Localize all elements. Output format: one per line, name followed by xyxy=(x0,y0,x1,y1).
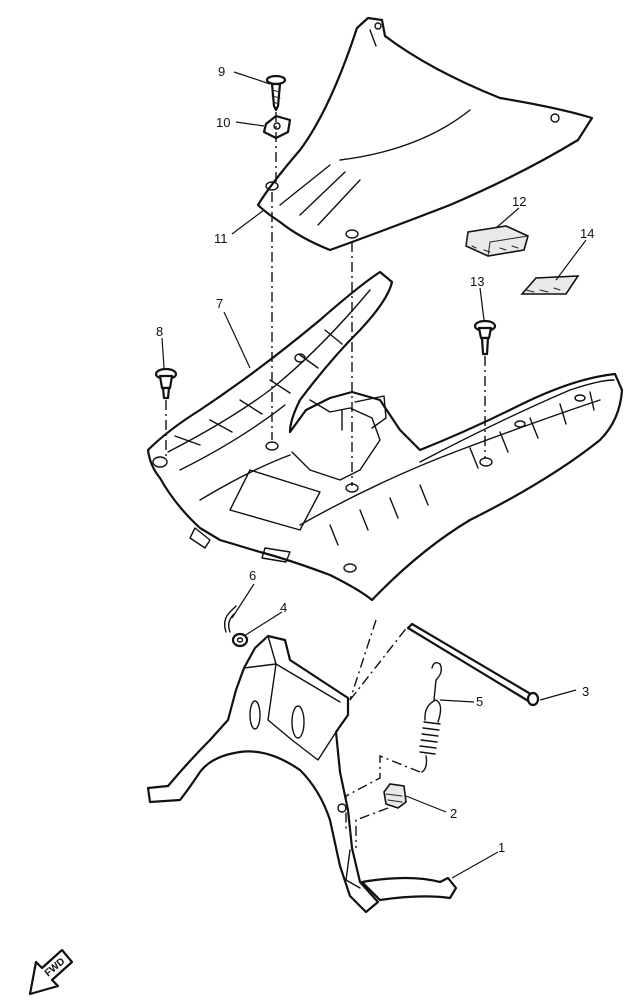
callout-9: 9 xyxy=(218,64,225,79)
callout-12: 12 xyxy=(512,194,526,209)
callout-13: 13 xyxy=(470,274,484,289)
assembly-lines xyxy=(165,112,486,848)
callout-8: 8 xyxy=(156,324,163,339)
callout-6: 6 xyxy=(249,568,256,583)
part-pad-b xyxy=(520,275,580,295)
callout-leaders xyxy=(161,71,587,879)
callout-1: 1 xyxy=(498,840,505,855)
callout-11: 11 xyxy=(214,231,228,246)
part-upper-cover xyxy=(256,16,594,252)
part-floor-board xyxy=(146,270,624,602)
part-bolt-left xyxy=(154,367,178,400)
callout-7: 7 xyxy=(216,296,223,311)
part-screw xyxy=(265,74,287,112)
callout-5: 5 xyxy=(476,694,483,709)
part-pad-a xyxy=(465,225,529,257)
part-bush xyxy=(383,783,407,809)
callout-14: 14 xyxy=(580,226,594,241)
part-cotter-pin xyxy=(223,605,237,633)
part-shaft xyxy=(406,622,540,707)
callout-4: 4 xyxy=(280,600,287,615)
callout-3: 3 xyxy=(582,684,589,699)
forward-direction-arrow-icon: FWD xyxy=(28,948,74,996)
callout-labels: 9 10 11 12 14 13 7 8 6 4 3 5 2 1 xyxy=(156,64,594,855)
callout-10: 10 xyxy=(216,115,230,130)
part-spring xyxy=(419,661,443,773)
callout-2: 2 xyxy=(450,806,457,821)
part-washer xyxy=(231,632,249,648)
part-clip-nut xyxy=(262,114,292,140)
part-main-stand xyxy=(146,634,458,914)
part-bolt-right xyxy=(473,319,497,356)
